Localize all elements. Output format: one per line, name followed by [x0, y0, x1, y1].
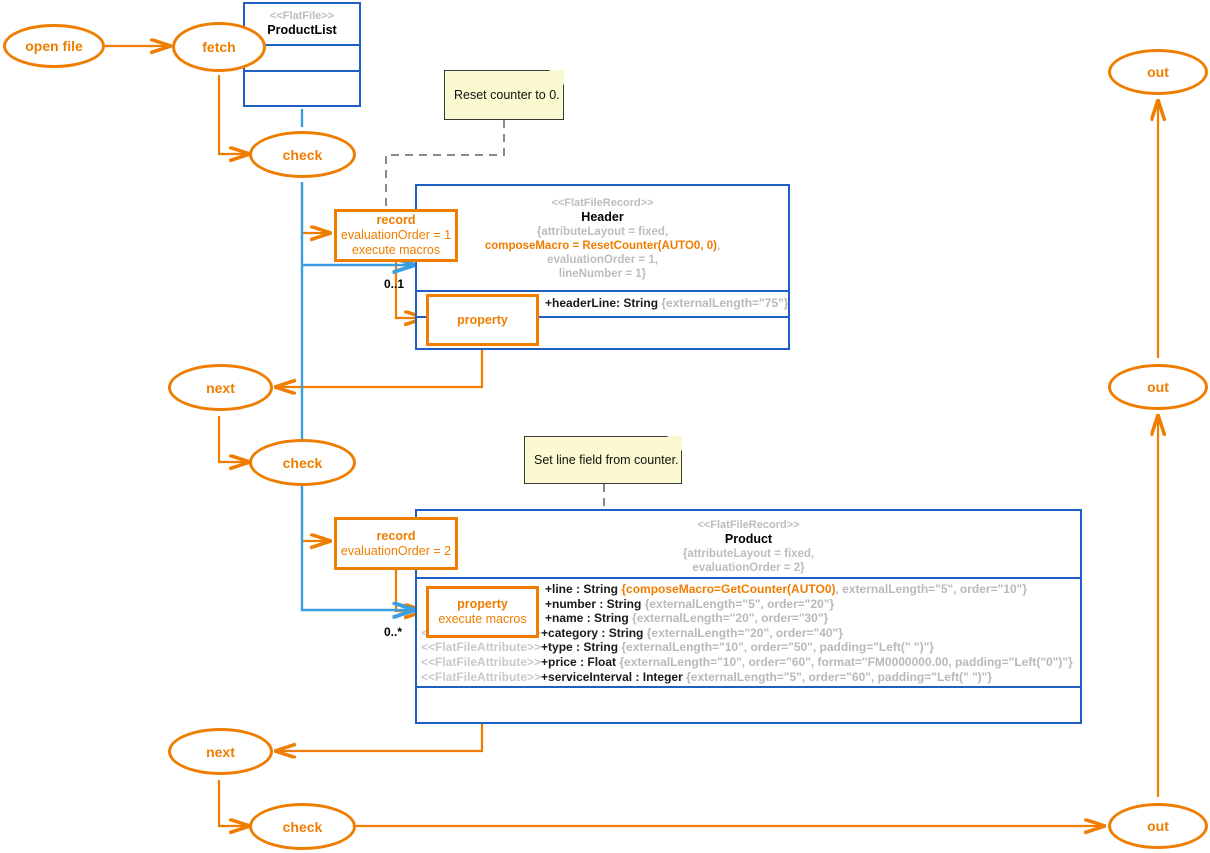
activity-node-check-2-label: check — [282, 454, 323, 471]
action-box-record-1[interactable]: record evaluationOrder = 1 execute macro… — [334, 209, 458, 262]
class-header-header-compartment: <<FlatFileRecord>> Header {attributeLayo… — [417, 186, 788, 290]
note-reset-connector — [385, 120, 505, 212]
action-box-property-1[interactable]: property — [426, 294, 539, 346]
activity-node-fetch-label: fetch — [202, 39, 236, 55]
class-header-compose-macro: composeMacro = ResetCounter(AUTO0, 0) — [484, 240, 717, 252]
class-product-properties: {attributeLayout = fixed, evaluationOrde… — [682, 548, 815, 574]
edge-property1-next1 — [276, 347, 484, 387]
attribute-row: +line : String {composeMacro=GetCounter(… — [545, 582, 1027, 596]
class-header-operations-compartment — [417, 316, 788, 346]
note-fold-icon — [549, 70, 564, 85]
activity-node-next-1-label: next — [206, 379, 235, 396]
action-box-record-2-line2: evaluationOrder = 2 — [340, 543, 452, 558]
action-box-record-2-line1: record — [376, 528, 416, 543]
note-set-line-field[interactable]: Set line field from counter. — [524, 436, 682, 484]
activity-node-out-3[interactable]: out — [1108, 803, 1208, 849]
activity-node-open-file[interactable]: open file — [3, 24, 105, 68]
class-product-operations-compartment — [417, 686, 1080, 722]
action-box-record-1-line1: record — [376, 213, 416, 227]
activity-node-out-3-label: out — [1147, 818, 1169, 834]
activity-node-check-2[interactable]: check — [249, 439, 356, 486]
assoc-productlist-product — [300, 182, 414, 610]
action-box-record-1-line3: execute macros — [351, 243, 441, 257]
activity-node-check-1[interactable]: check — [249, 131, 356, 178]
edge-fetch-check1 — [217, 75, 249, 154]
class-header-attributes-compartment: +headerLine: String {externalLength="75"… — [417, 290, 788, 316]
activity-node-next-2-label: next — [206, 743, 235, 760]
attribute-row: +headerLine: String {externalLength="75"… — [545, 296, 789, 310]
note-set-line-field-text: Set line field from counter. — [534, 453, 679, 467]
activity-node-check-3[interactable]: check — [249, 803, 356, 850]
note-fold-icon — [667, 436, 682, 451]
attribute-row: <<FlatFileAttribute>>+serviceInterval : … — [421, 669, 993, 684]
class-productlist-name: ProductList — [267, 23, 337, 37]
class-product-header-compartment: <<FlatFileRecord>> Product {attributeLay… — [417, 511, 1080, 577]
edge-next1-check2 — [217, 416, 249, 462]
class-productlist-stereotype: <<FlatFile>> — [269, 10, 335, 22]
class-header-name: Header — [581, 210, 624, 224]
action-box-record-2[interactable]: record evaluationOrder = 2 — [334, 517, 458, 570]
class-productlist-attributes-compartment — [245, 44, 359, 70]
activity-node-out-1[interactable]: out — [1108, 49, 1208, 95]
edge-check2-record2 — [300, 492, 330, 541]
class-productlist-operations-compartment — [245, 70, 359, 104]
activity-node-out-2[interactable]: out — [1108, 364, 1208, 410]
attribute-row: <<FlatFileAttribute>>+type : String {ext… — [421, 640, 934, 655]
activity-node-out-2-label: out — [1147, 379, 1169, 395]
multiplicity-product: 0..* — [384, 625, 403, 639]
class-product-stereotype: <<FlatFileRecord>> — [697, 519, 800, 531]
note-reset-counter-text: Reset counter to 0. — [454, 88, 560, 102]
activity-node-next-2[interactable]: next — [168, 728, 273, 775]
activity-node-out-1-label: out — [1147, 64, 1169, 80]
action-box-record-1-line2: evaluationOrder = 1 — [340, 228, 452, 242]
class-header-properties: {attributeLayout = fixed, composeMacro =… — [484, 226, 721, 280]
attribute-row: <<FlatFileAttribute>>+price : Float {ext… — [421, 654, 1073, 669]
activity-node-fetch[interactable]: fetch — [172, 22, 266, 72]
edge-check1-record1 — [300, 184, 330, 233]
edge-record1-property1 — [394, 262, 424, 318]
attribute-row: +number : String {externalLength="5", or… — [545, 596, 835, 611]
action-box-property-2-line2: execute macros — [438, 612, 527, 626]
action-box-property-2-line1: property — [457, 597, 508, 611]
class-productlist-header-compartment: <<FlatFile>> ProductList — [245, 4, 359, 44]
class-header-stereotype: <<FlatFileRecord>> — [551, 197, 654, 209]
action-box-property-1-line1: property — [457, 312, 508, 327]
multiplicity-header: 0..1 — [384, 277, 405, 291]
activity-node-open-file-label: open file — [25, 38, 83, 54]
note-reset-counter[interactable]: Reset counter to 0. — [444, 70, 564, 120]
class-product-name: Product — [724, 532, 773, 546]
class-product-attributes-compartment: +line : String {composeMacro=GetCounter(… — [417, 577, 1080, 686]
activity-node-check-1-label: check — [282, 146, 323, 163]
activity-node-next-1[interactable]: next — [168, 364, 273, 411]
activity-node-check-3-label: check — [282, 818, 323, 835]
action-box-property-2[interactable]: property execute macros — [426, 586, 539, 638]
edge-next2-check3 — [217, 780, 249, 826]
attribute-row: +name : String {externalLength="20", ord… — [545, 611, 829, 626]
